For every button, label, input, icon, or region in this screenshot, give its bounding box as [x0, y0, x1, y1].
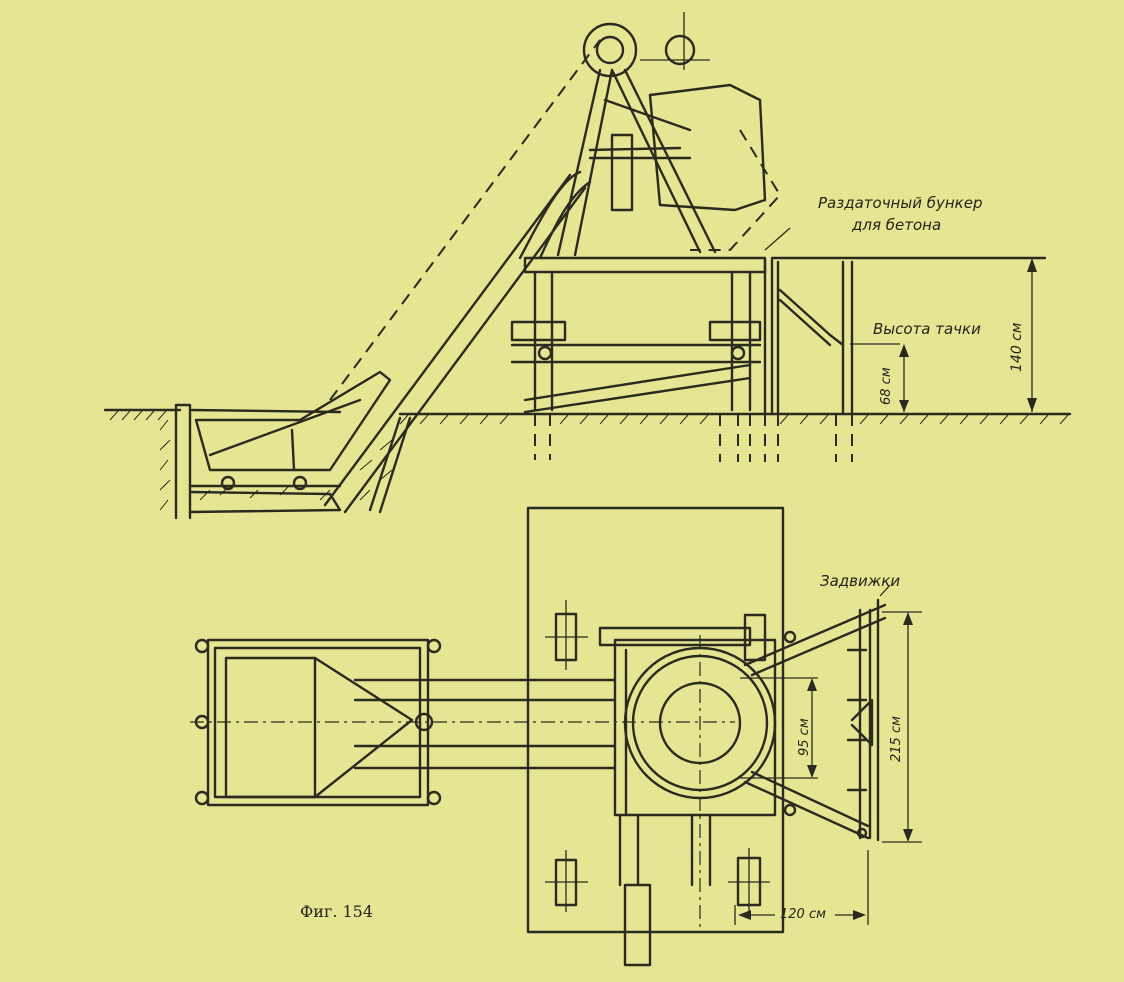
- pit-box-inner: [213, 646, 422, 799]
- gates-label: Задвижки: [820, 572, 901, 590]
- bearing-block: [736, 856, 762, 907]
- skip-bucket-frame: [208, 398, 362, 472]
- pit-box-outer: [206, 638, 430, 807]
- feed-pipe: [518, 170, 592, 260]
- skip-raised-outline: [690, 129, 782, 251]
- diagonal-brace: [523, 363, 752, 414]
- plan-view: [190, 506, 922, 967]
- ground-hatching: [109, 410, 1069, 511]
- tower-frame: [556, 68, 717, 257]
- wheelbarrow-height-label: Высота тачки: [873, 320, 981, 338]
- dim-label-215: 215 см: [889, 716, 904, 762]
- leg-bearings: [510, 320, 762, 342]
- side-elevation: [103, 12, 1072, 520]
- corner-wheel: [426, 790, 442, 806]
- gate-valves: [846, 648, 874, 792]
- mixer-platform: [523, 256, 767, 274]
- corner-wheel: [194, 638, 210, 654]
- cross-beam: [510, 343, 762, 364]
- rail-foot: [368, 416, 412, 514]
- corner-wheel: [194, 790, 210, 806]
- pit-post: [174, 403, 192, 520]
- outlet-chute: [623, 883, 652, 967]
- leader-gates: [879, 584, 891, 597]
- hopper-label-line1: Раздаточный бункер: [818, 194, 983, 212]
- hopper-label-line2: для бетона: [852, 216, 942, 234]
- bearing-centerlines: [545, 600, 770, 915]
- hopper-post: [763, 258, 780, 416]
- dim-line-215: [882, 611, 922, 843]
- dim-line-95: [740, 677, 818, 779]
- skip-bucket: [194, 370, 392, 472]
- dim-label-120: 120 см: [780, 907, 826, 922]
- frame-beam: [598, 626, 752, 647]
- corner-wheel: [426, 638, 442, 654]
- dim-line-120: [734, 850, 869, 925]
- pit-wheel: [220, 475, 236, 491]
- leader-hopper: [764, 227, 791, 251]
- dim-label-140: 140 см: [1009, 322, 1025, 372]
- gate-bolt: [783, 630, 797, 644]
- ground-line: [103, 408, 1072, 416]
- hopper-post: [841, 260, 854, 416]
- lower-posts: [618, 813, 712, 887]
- hopper-chute: [778, 288, 845, 347]
- pulley-axis: [640, 12, 710, 70]
- drum-bearing: [610, 133, 634, 212]
- pit-floor: [188, 484, 342, 514]
- beam-bolt: [730, 345, 746, 361]
- beam-bolt: [537, 345, 553, 361]
- bearing-block: [554, 858, 578, 907]
- rails-plan: [353, 678, 617, 770]
- gate-bolt: [783, 803, 797, 817]
- drive-pulley: [582, 22, 638, 78]
- hopper-walls-plan: [743, 603, 887, 840]
- platform-plan: [526, 506, 785, 934]
- pit-wheel: [292, 475, 308, 491]
- dim-label-95: 95 см: [797, 718, 812, 756]
- bearing-block: [554, 612, 578, 662]
- inclined-rail: [323, 173, 587, 514]
- foundation-piles: [534, 414, 853, 462]
- dim-arrows-120: [738, 910, 866, 920]
- mixer-drum: [648, 83, 767, 212]
- tower-braces: [588, 98, 692, 160]
- gate-bolt: [856, 827, 868, 839]
- frame-bearing: [743, 613, 767, 662]
- figure-caption: Фиг. 154: [300, 902, 374, 921]
- drive-pulley-hub: [595, 35, 625, 65]
- skip-raised-outline: [329, 39, 601, 401]
- skip-bucket-plan: [224, 656, 414, 799]
- idler-pulley: [664, 34, 696, 66]
- dim-label-68: 68 см: [879, 367, 894, 405]
- gate-frame: [858, 598, 880, 842]
